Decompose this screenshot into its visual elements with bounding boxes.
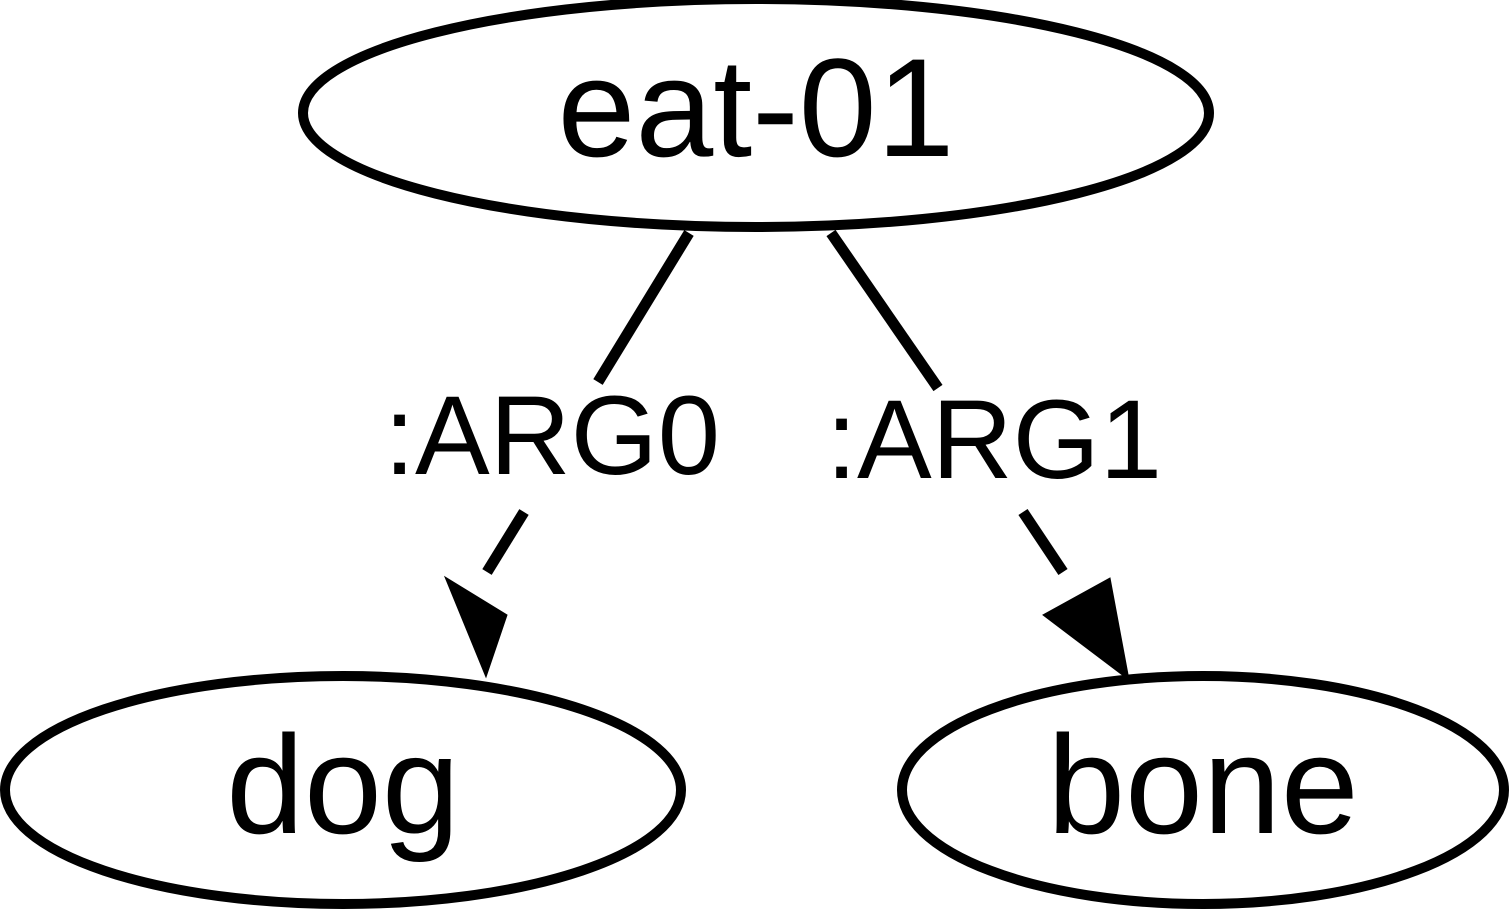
edge-arg0-arrowhead-icon — [443, 575, 508, 679]
node-dog-ellipse[interactable] — [0, 671, 686, 909]
node-root-ellipse[interactable] — [298, 0, 1214, 232]
edge-arg1-lower-line — [1018, 508, 1068, 576]
node-dog-label: dog — [226, 706, 460, 863]
node-dog[interactable]: dog — [0, 671, 686, 909]
edge-arg1-arrowhead-icon — [1042, 577, 1130, 682]
node-bone-label: bone — [1047, 706, 1358, 863]
node-root[interactable]: eat-01 — [298, 0, 1214, 232]
node-bone-ellipse[interactable] — [897, 671, 1509, 909]
edge-arg0-upper-line — [593, 230, 694, 385]
node-bone[interactable]: bone — [897, 671, 1509, 909]
edge-arg1-label: :ARG1 — [826, 377, 1162, 502]
edge-arg0[interactable]: :ARG0 — [384, 230, 720, 679]
edge-arg0-lower-line — [482, 509, 529, 575]
edge-arg0-label: :ARG0 — [384, 373, 720, 498]
edge-arg1[interactable]: :ARG1 — [826, 229, 1162, 682]
edge-arg1-upper-line — [826, 229, 943, 392]
node-root-label: eat-01 — [558, 29, 955, 186]
